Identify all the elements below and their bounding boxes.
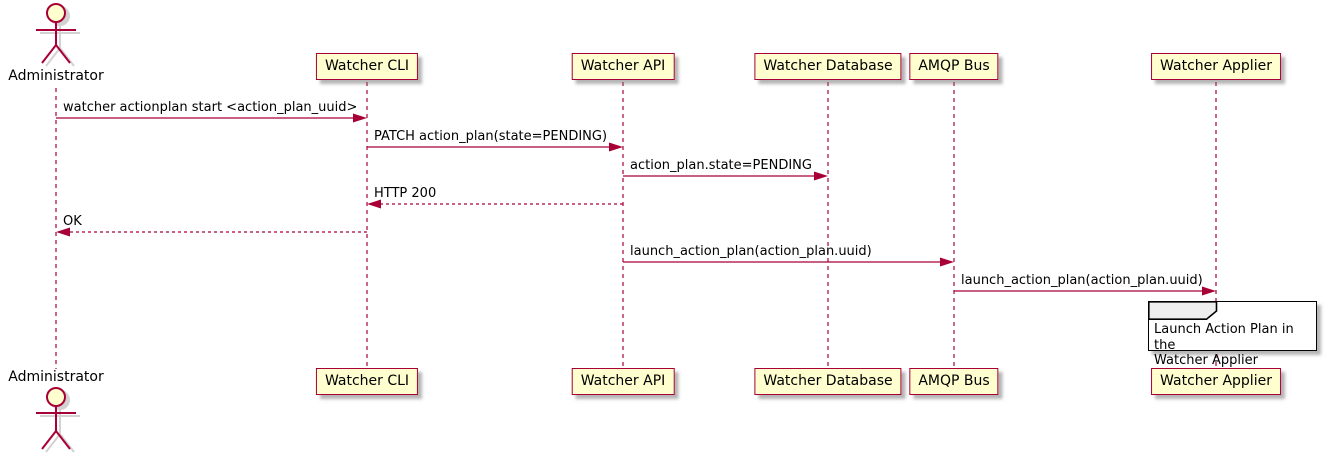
message-label-2: PATCH action_plan(state=PENDING)	[374, 129, 608, 144]
participant-watcher-cli-top: Watcher CLI	[315, 53, 419, 80]
participant-watcher-database-top: Watcher Database	[754, 53, 902, 80]
message-arrows	[56, 113, 1216, 296]
participant-watcher-applier-top: Watcher Applier	[1151, 53, 1281, 80]
message-arrow-7	[954, 286, 1216, 296]
actor-icon-top	[36, 3, 76, 64]
message-label-4: HTTP 200	[374, 186, 437, 201]
message-arrow-1	[56, 113, 367, 123]
ref-text: Launch Action Plan in the Watcher Applie…	[1154, 322, 1294, 368]
lifelines	[55, 82, 1217, 369]
participant-watcher-api-top: Watcher API	[571, 53, 675, 80]
message-arrow-6	[623, 257, 954, 267]
participant-watcher-database-bottom: Watcher Database	[754, 368, 902, 395]
ref-fragment: ref Launch Action Plan in the Watcher Ap…	[1148, 301, 1317, 368]
message-label-1: watcher actionplan start <action_plan_uu…	[63, 100, 358, 115]
message-arrow-5	[56, 227, 367, 237]
participant-watcher-api-bottom: Watcher API	[571, 368, 675, 395]
ref-tab-shape	[1148, 301, 1218, 321]
actor-label-bottom: Administrator	[8, 369, 104, 385]
message-label-5: OK	[63, 214, 82, 229]
message-arrow-2	[367, 142, 623, 152]
participant-amqp-bus-top: AMQP Bus	[909, 53, 999, 80]
participant-amqp-bus-bottom: AMQP Bus	[909, 368, 999, 395]
actor-icon-bottom	[36, 387, 76, 450]
message-label-6: launch_action_plan(action_plan.uuid)	[630, 244, 872, 259]
actor-label-top: Administrator	[8, 68, 104, 84]
message-arrow-4	[367, 199, 623, 209]
ref-keyword-tab: ref	[1148, 301, 1218, 321]
participant-watcher-cli-bottom: Watcher CLI	[315, 368, 419, 395]
message-arrow-3	[623, 171, 828, 181]
message-label-7: launch_action_plan(action_plan.uuid)	[961, 273, 1203, 288]
message-label-3: action_plan.state=PENDING	[630, 158, 812, 173]
participant-watcher-applier-bottom: Watcher Applier	[1151, 368, 1281, 395]
